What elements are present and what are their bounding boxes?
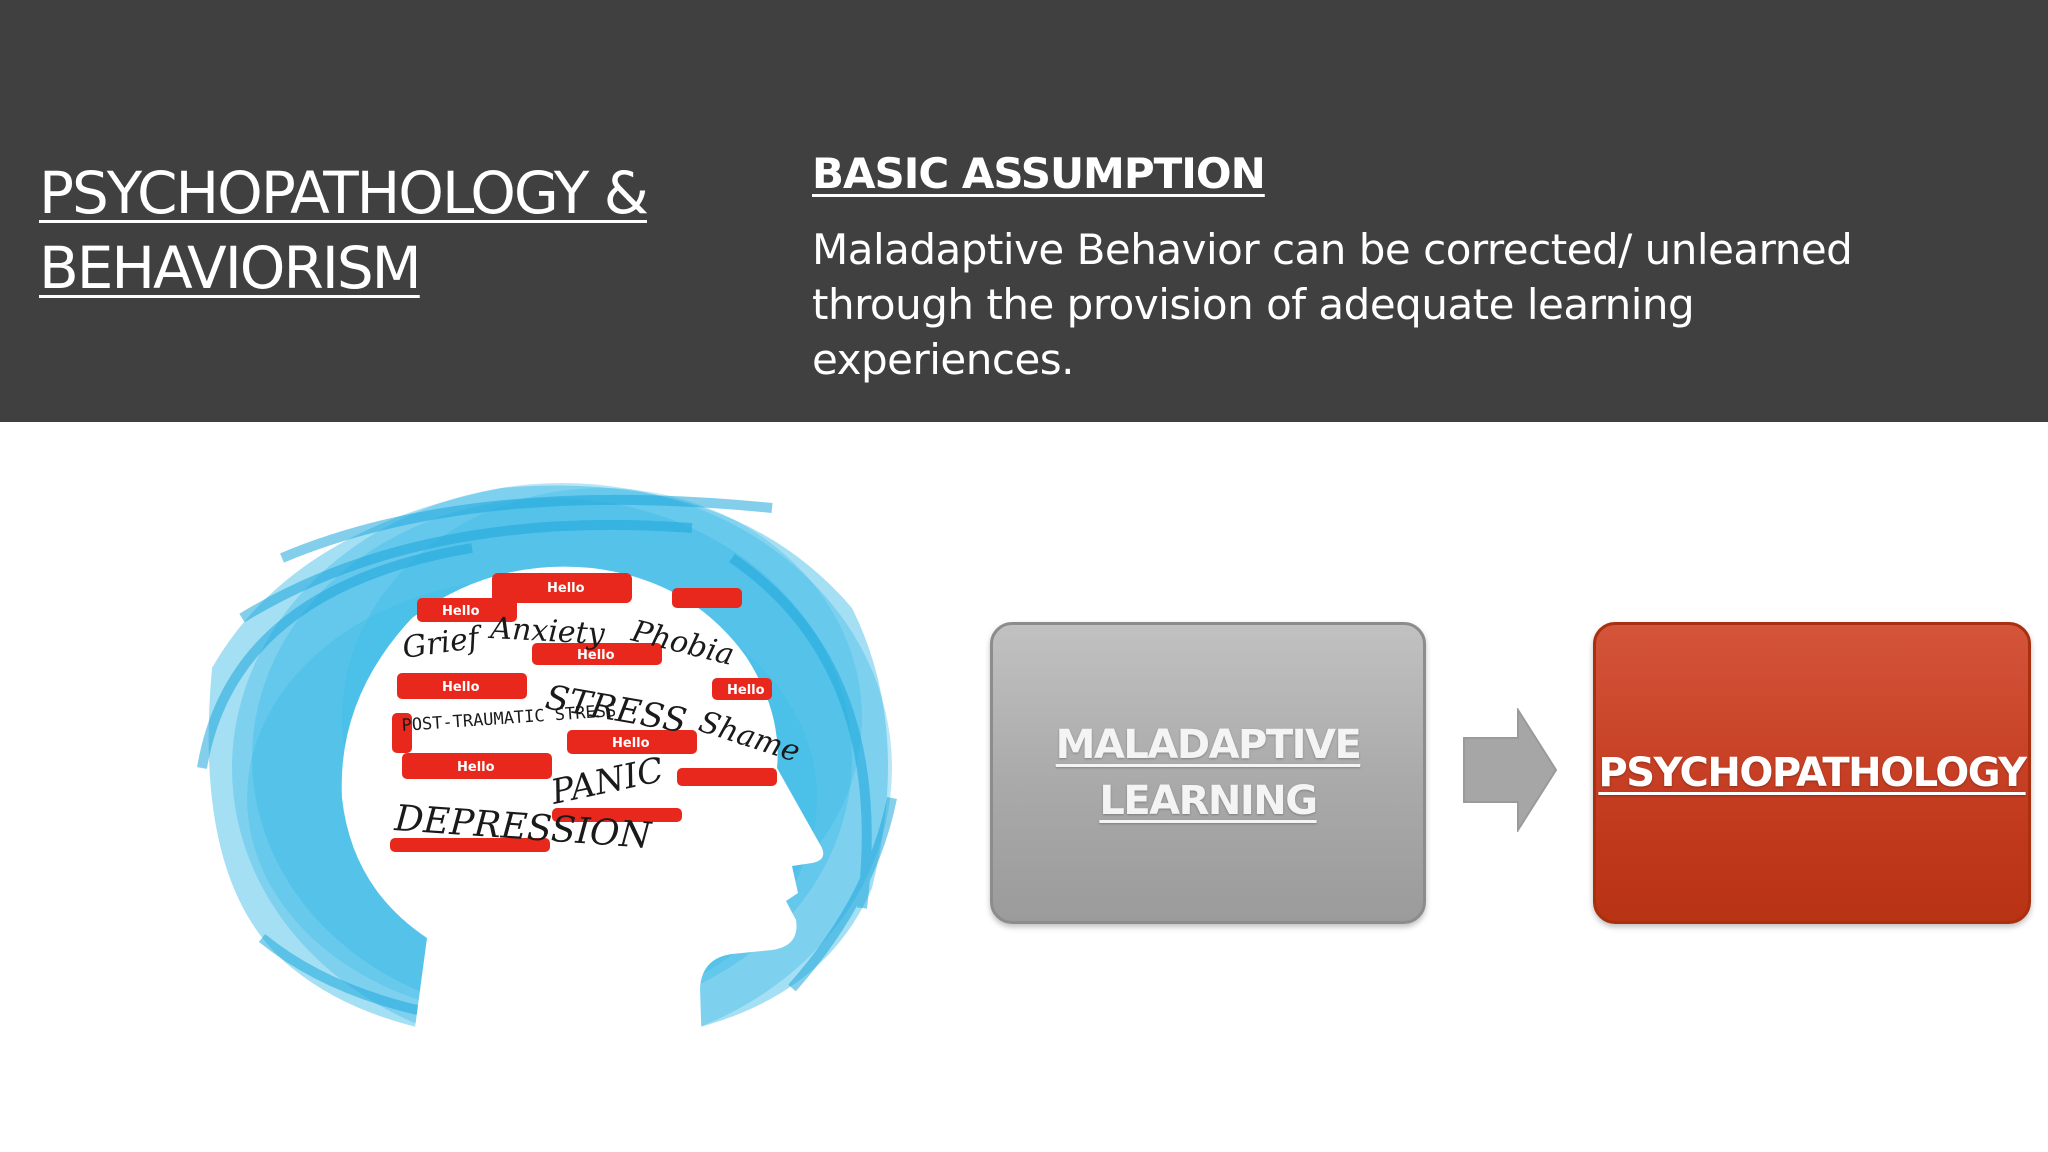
assumption-text: Maladaptive Behavior can be corrected/ u… xyxy=(812,225,1853,384)
maladaptive-learning-label: MALADAPTIVE LEARNING xyxy=(1055,717,1362,829)
maladaptive-learning-line-1: MALADAPTIVE xyxy=(1055,722,1362,768)
slide-title-line-2: BEHAVIORISM xyxy=(39,234,422,302)
head-illustration-image: Hello Hello Hello Hello Hello Hello Hell… xyxy=(197,483,897,1050)
tag-anxiety: Anxiety xyxy=(487,611,607,652)
tag-hello-5: Hello xyxy=(457,760,495,775)
tag-hello-7: Hello xyxy=(727,683,765,698)
tag-hello-3: Hello xyxy=(577,648,615,663)
tag-hello-6: Hello xyxy=(612,736,650,751)
psychopathology-box: PSYCHOPATHOLOGY xyxy=(1593,622,2031,924)
psychopathology-label: PSYCHOPATHOLOGY xyxy=(1598,750,2027,796)
head-illustration: Hello Hello Hello Hello Hello Hello Hell… xyxy=(172,468,922,1050)
flow-arrow-icon xyxy=(1463,708,1558,832)
slide-title: PSYCHOPATHOLOGY & BEHAVIORISM xyxy=(39,156,649,306)
tag-hello-2: Hello xyxy=(442,604,480,619)
header-band xyxy=(0,0,2048,422)
maladaptive-learning-box: MALADAPTIVE LEARNING xyxy=(990,622,1426,924)
tag-hello-4: Hello xyxy=(442,680,480,695)
assumption-heading: BASIC ASSUMPTION xyxy=(812,149,1266,198)
tag-hello-1: Hello xyxy=(547,581,585,596)
maladaptive-learning-line-2: LEARNING xyxy=(1099,778,1318,824)
slide-title-line-1: PSYCHOPATHOLOGY & xyxy=(39,159,649,227)
